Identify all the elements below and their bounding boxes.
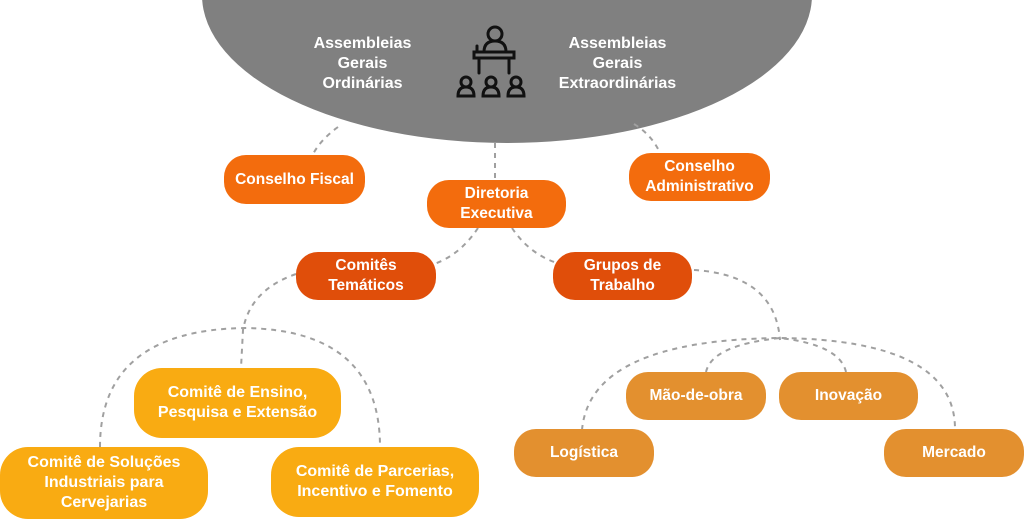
node-comite-parcerias: Comitê de Parcerias, Incentivo e Fomento [271, 447, 479, 517]
connector-groups-arc [581, 336, 956, 431]
connector-grupos-down [693, 269, 781, 341]
node-comite-solucoes: Comitê de Soluções Industriais para Cerv… [0, 447, 208, 519]
node-comite-ensino: Comitê de Ensino, Pesquisa e Extensão [134, 368, 341, 438]
node-conselho-administrativo: Conselho Administrativo [629, 153, 770, 201]
node-inovacao: Inovação [779, 372, 918, 420]
connector-inovacao [779, 337, 847, 373]
connector-tematicos [433, 227, 479, 265]
connector-committee-arc [99, 326, 381, 448]
connector-administrativo [633, 123, 661, 154]
connector-mao [705, 337, 781, 373]
connector-fiscal [311, 126, 339, 157]
assembly-speaker-icon [456, 25, 526, 98]
node-diretoria-executiva: Diretoria Executiva [427, 180, 566, 228]
connector-tematicos-down [240, 273, 297, 369]
assembleias-extraordinarias-label: Assembleias Gerais Extraordinárias [558, 35, 677, 92]
connectors [99, 123, 956, 448]
assembleias-ordinarias-label: Assembleias Gerais Ordinárias [313, 35, 412, 92]
node-grupos-trabalho: Grupos de Trabalho [553, 252, 692, 300]
node-mercado: Mercado [884, 429, 1024, 477]
node-mao-de-obra: Mão-de-obra [626, 372, 766, 420]
connector-grupos [511, 227, 561, 265]
assembly-ellipse [202, 0, 812, 143]
node-conselho-fiscal: Conselho Fiscal [224, 155, 365, 204]
node-comites-tematicos: Comitês Temáticos [296, 252, 436, 300]
node-logistica: Logística [514, 429, 654, 477]
